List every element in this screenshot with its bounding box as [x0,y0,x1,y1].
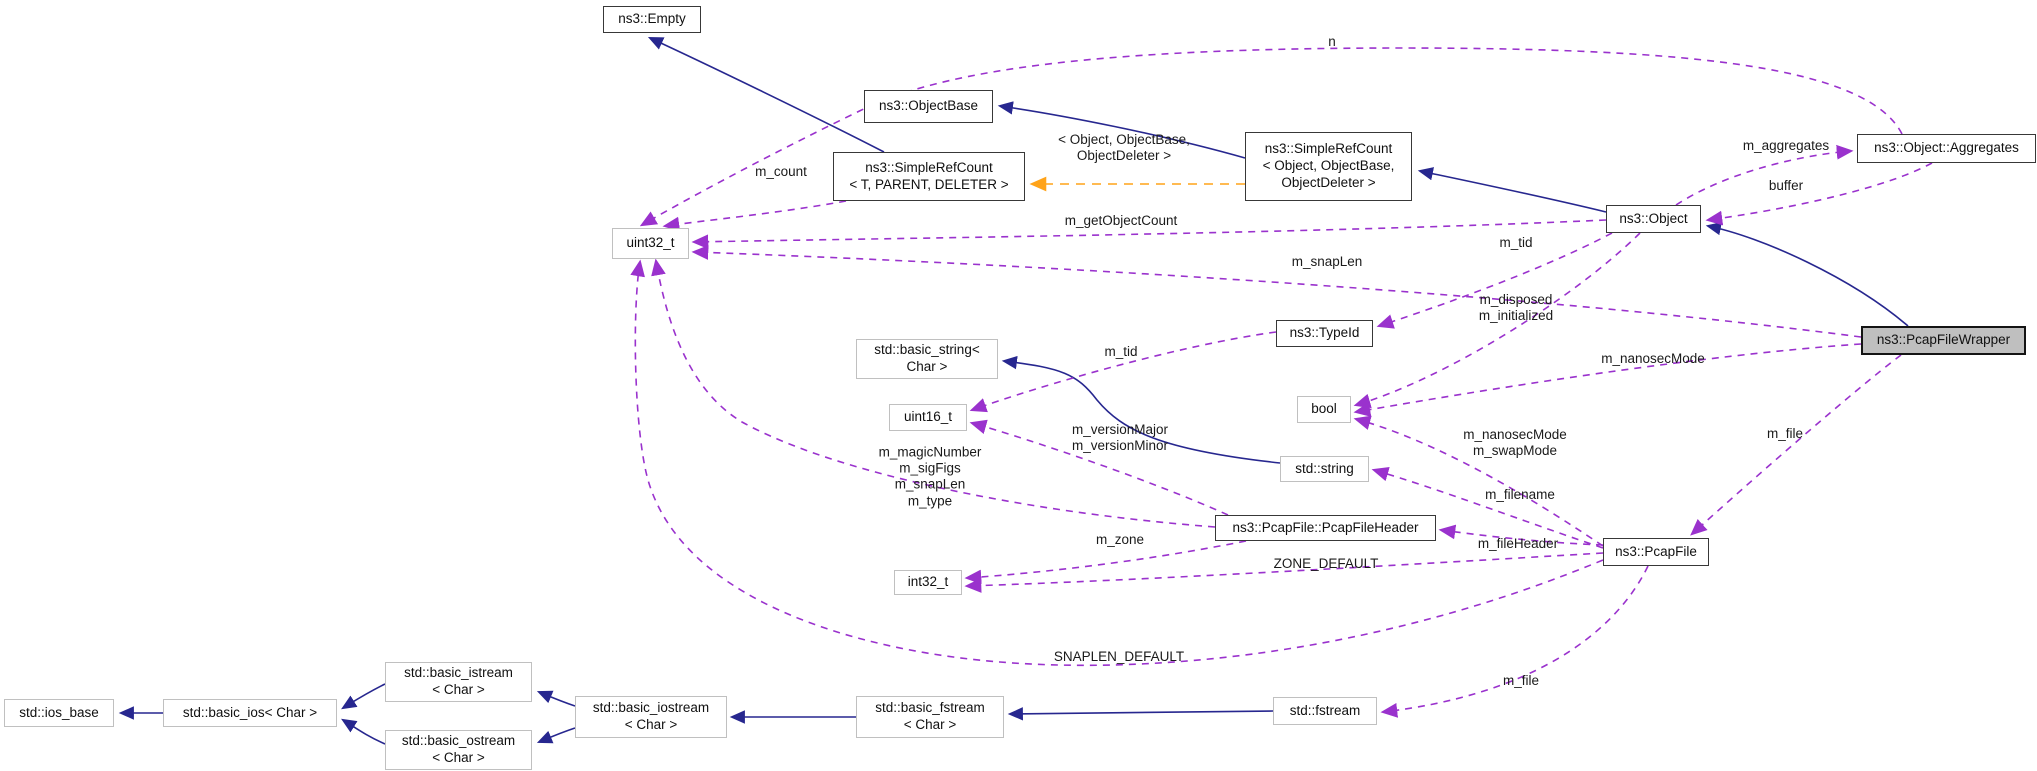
class-node-empty[interactable]: ns3::Empty [603,6,701,33]
edge-fstream-to-fstream_t [1007,707,1274,721]
class-node-istream[interactable]: std::basic_istream < Char > [385,662,532,702]
edge-object-to-bool [1353,232,1641,409]
edge-iostream-to-istream [536,690,576,707]
edge-object-to-simplerefcount_obj [1417,167,1607,213]
edge-simplerefcount_t-to-uint32 [662,200,847,232]
edge-stdstring-to-basicstring [1001,355,1281,464]
edge-object-to-uint32 [691,219,1607,250]
edge-typeid-to-uint16 [969,331,1277,413]
edge-pcapfile-to-stdstring [1371,466,1604,549]
class-node-stdstring[interactable]: std::string [1280,456,1369,482]
edge-pcapfile-to-uint32 [630,259,1604,667]
edge-istream-to-basicios [341,683,386,710]
edge-aggregates-to-object [1705,162,1933,226]
class-node-uint16[interactable]: uint16_t [889,404,967,431]
edge-pcapfile-to-fstream [1380,565,1649,718]
class-node-int32[interactable]: int32_t [894,570,962,595]
edge-wrapper-to-bool [1353,343,1862,417]
class-node-simplerefcount_obj[interactable]: ns3::SimpleRefCount < Object, ObjectBase… [1245,132,1412,201]
edge-pcapfile-to-pcapheader [1438,524,1604,546]
class-node-basicstring[interactable]: std::basic_string< Char > [856,339,998,379]
class-node-basicios[interactable]: std::basic_ios< Char > [163,699,337,727]
edge-wrapper-to-uint32 [691,245,1862,338]
class-node-objectbase[interactable]: ns3::ObjectBase [864,90,993,123]
class-node-wrapper[interactable]: ns3::PcapFileWrapper [1861,326,2026,355]
class-node-pcapheader[interactable]: ns3::PcapFile::PcapFileHeader [1215,515,1436,541]
edge-wrapper-to-pcapfile [1690,354,1902,536]
edge-iostream-to-ostream [536,727,576,744]
edge-pcapheader-to-uint32 [651,258,1216,528]
class-node-fstream[interactable]: std::fstream [1273,697,1377,725]
class-node-aggregates[interactable]: ns3::Object::Aggregates [1857,134,2036,163]
edge-pcapheader-to-uint16 [969,419,1229,516]
class-node-fstream_t[interactable]: std::basic_fstream < Char > [856,696,1004,738]
edge-aggregates-to-uint32 [639,47,1903,227]
class-node-typeid[interactable]: ns3::TypeId [1276,320,1373,347]
class-node-bool[interactable]: bool [1297,396,1351,423]
edge-object-to-aggregates [1675,144,1854,206]
class-node-iostream[interactable]: std::basic_iostream < Char > [575,696,727,738]
edge-pcapfile-to-bool [1353,415,1604,547]
class-node-ostream[interactable]: std::basic_ostream < Char > [385,730,532,770]
edge-wrapper-to-object [1705,222,1909,327]
class-node-object[interactable]: ns3::Object [1606,205,1701,233]
class-node-simplerefcount_t[interactable]: ns3::SimpleRefCount < T, PARENT, DELETER… [833,152,1025,201]
edge-pcapfile-to-int32 [964,552,1604,593]
edge-simplerefcount_obj-to-objectbase [997,101,1246,159]
class-node-iosbase[interactable]: std::ios_base [4,699,114,727]
edge-pcapheader-to-int32 [964,540,1247,585]
class-node-pcapfile[interactable]: ns3::PcapFile [1603,538,1709,566]
edge-simplerefcount_t-to-empty [647,37,885,153]
class-node-uint32[interactable]: uint32_t [612,228,689,259]
edge-object-to-typeid [1376,232,1613,329]
edge-ostream-to-basicios [341,718,386,745]
